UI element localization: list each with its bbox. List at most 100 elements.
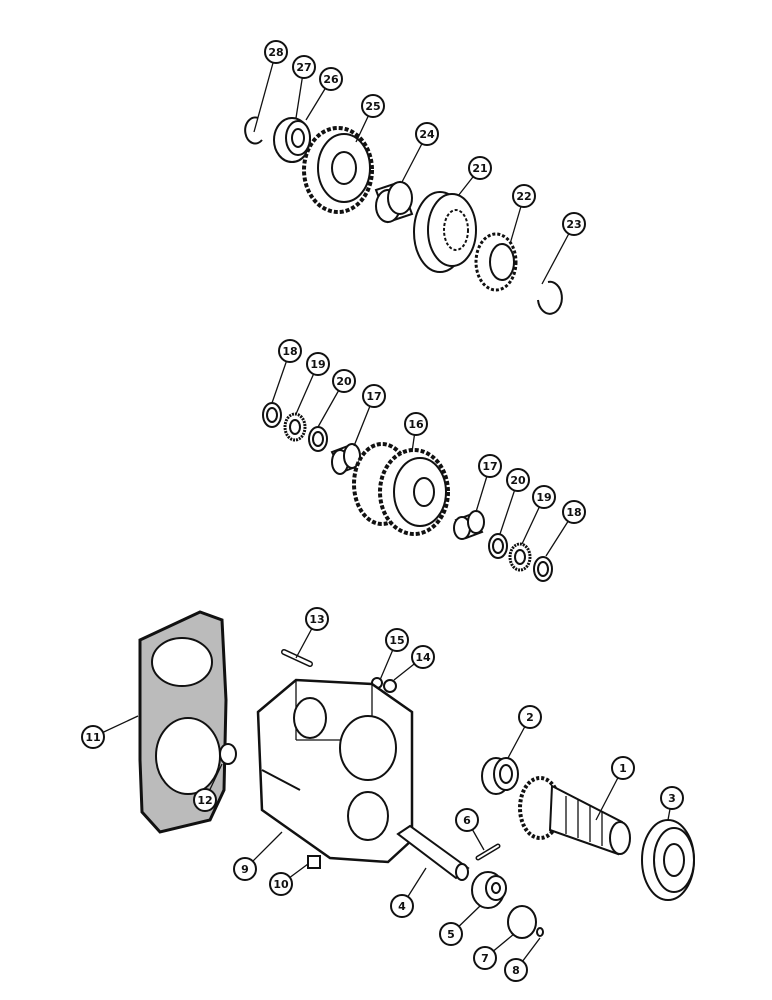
callout-circle <box>411 645 435 669</box>
callout-number: 26 <box>323 73 339 86</box>
callout-c22: 22 <box>512 184 536 208</box>
callout-number: 3 <box>668 792 676 805</box>
callout-c14: 14 <box>411 645 435 669</box>
plug-part-10 <box>307 855 321 869</box>
callout-circle <box>404 412 428 436</box>
callout-c7: 7 <box>473 946 497 970</box>
callout-circle <box>319 67 343 91</box>
callout-number: 17 <box>366 390 381 403</box>
callout-circle <box>361 94 385 118</box>
callout-c21: 21 <box>468 156 492 180</box>
callout-circle <box>660 786 684 810</box>
callout-circle <box>305 607 329 631</box>
callout-c15: 15 <box>385 628 409 652</box>
callout-number: 25 <box>365 100 380 113</box>
spacer-part-5 <box>471 871 507 909</box>
callout-labels: 2827262524212223181920171617201918131514… <box>81 40 684 982</box>
callout-circle <box>504 958 528 982</box>
callout-number: 27 <box>296 61 311 74</box>
callout-circle <box>81 725 105 749</box>
callout-number: 20 <box>336 375 352 388</box>
callout-c4: 4 <box>390 894 414 918</box>
callout-number: 2 <box>526 711 534 724</box>
bearing-part-26 <box>273 117 311 163</box>
callout-circle <box>532 485 556 509</box>
leader-line-c28 <box>253 51 277 133</box>
callout-circle <box>518 705 542 729</box>
callout-c17b: 17 <box>478 454 502 478</box>
callout-circle <box>390 894 414 918</box>
callout-number: 5 <box>447 928 455 941</box>
snap-ring-part-28 <box>244 116 263 145</box>
bushing-part-17b <box>453 510 485 540</box>
snap-ring-part-23 <box>537 280 563 315</box>
gear-part-25 <box>302 126 374 214</box>
callout-c19b: 19 <box>532 485 556 509</box>
callout-circle <box>264 40 288 64</box>
bearing-part-2 <box>481 757 519 795</box>
seal-part-3 <box>641 819 695 901</box>
callout-c13: 13 <box>305 607 329 631</box>
callout-circle <box>478 454 502 478</box>
callout-c11: 11 <box>81 725 105 749</box>
callout-c28: 28 <box>264 40 288 64</box>
callout-number: 8 <box>512 964 520 977</box>
callout-circle <box>512 184 536 208</box>
shaft-part-4 <box>396 824 470 881</box>
callout-circle <box>292 55 316 79</box>
housing-part-9 <box>256 678 414 864</box>
callout-c24: 24 <box>415 122 439 146</box>
callout-circle <box>455 808 479 832</box>
callout-c17a: 17 <box>362 384 386 408</box>
callout-number: 22 <box>516 190 531 203</box>
callout-circle <box>193 788 217 812</box>
callout-c5: 5 <box>439 922 463 946</box>
callout-c27: 27 <box>292 55 316 79</box>
hub-part-22 <box>474 232 518 292</box>
callout-circle <box>562 212 586 236</box>
callout-circle <box>269 872 293 896</box>
callout-number: 1 <box>619 762 627 775</box>
callout-c2: 2 <box>518 705 542 729</box>
shift-collar-part-21 <box>413 191 477 273</box>
callout-c19a: 19 <box>306 352 330 376</box>
callout-number: 7 <box>481 952 489 965</box>
callout-number: 11 <box>85 731 100 744</box>
callout-number: 14 <box>415 651 431 664</box>
washer-part-18b <box>533 556 553 582</box>
callout-c12: 12 <box>193 788 217 812</box>
callout-c3: 3 <box>660 786 684 810</box>
callout-c26: 26 <box>319 67 343 91</box>
gasket-part-11 <box>138 610 228 834</box>
cover-part-7 <box>507 905 537 939</box>
callout-number: 28 <box>268 46 283 59</box>
callout-number: 4 <box>398 900 406 913</box>
callout-c18a: 18 <box>278 339 302 363</box>
input-shaft-part-1 <box>518 776 631 856</box>
plug-part-12 <box>219 743 237 765</box>
callout-c18b: 18 <box>562 500 586 524</box>
pin-part-13 <box>281 649 313 667</box>
callout-c10: 10 <box>269 872 293 896</box>
needle-bearing-part-19a <box>283 412 307 442</box>
callout-number: 9 <box>241 863 249 876</box>
callout-number: 21 <box>472 162 487 175</box>
callout-number: 15 <box>389 634 404 647</box>
callout-circle <box>562 500 586 524</box>
callout-circle <box>611 756 635 780</box>
callout-circle <box>306 352 330 376</box>
callout-circle <box>439 922 463 946</box>
callout-number: 18 <box>566 506 581 519</box>
callout-circle <box>506 468 530 492</box>
callout-circle <box>332 369 356 393</box>
callout-circle <box>233 857 257 881</box>
callout-circle <box>278 339 302 363</box>
callout-circle <box>415 122 439 146</box>
cluster-gear-part-16 <box>352 442 450 536</box>
callout-number: 16 <box>408 418 424 431</box>
washer-part-20b <box>488 533 508 559</box>
callout-c1: 1 <box>611 756 635 780</box>
callout-c25: 25 <box>361 94 385 118</box>
callout-number: 20 <box>510 474 526 487</box>
